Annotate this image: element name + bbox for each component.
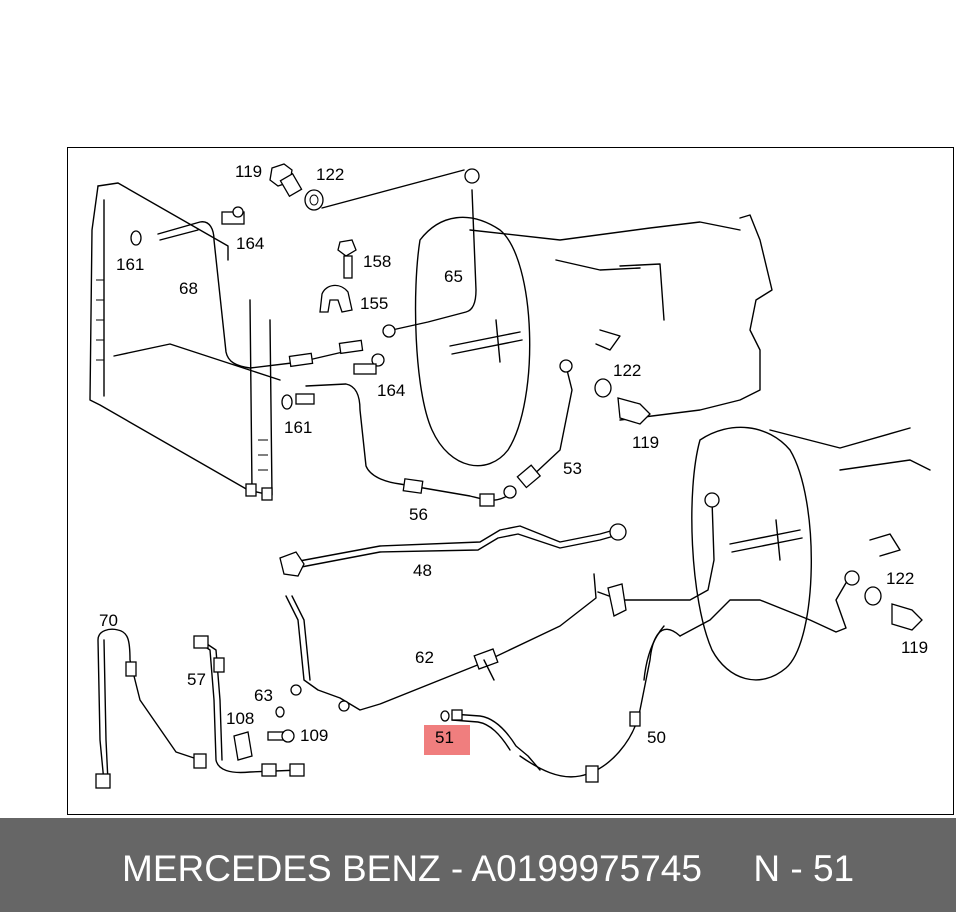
- callout-70: 70: [99, 611, 118, 630]
- callout-53: 53: [563, 459, 582, 478]
- line-68: [157, 221, 361, 369]
- footer-part-info: MERCEDES BENZ - A0199975745 N - 51: [122, 848, 855, 889]
- callout-48: 48: [413, 561, 432, 580]
- callout-161-top: 161: [116, 255, 145, 274]
- callout-161-mid: 161: [284, 418, 313, 437]
- line-53: [529, 365, 573, 479]
- line-48: [293, 525, 615, 563]
- callout-51: 51: [435, 728, 454, 747]
- line-62: [285, 573, 597, 711]
- footer-bar: [0, 818, 956, 912]
- highlight-part-51: [424, 725, 470, 755]
- callout-109: 109: [300, 726, 329, 745]
- transmission-lower: [691, 426, 931, 681]
- callout-119-mid: 119: [632, 433, 660, 452]
- callout-65: 65: [444, 267, 463, 286]
- radiator-drawing: [89, 182, 281, 501]
- callout-122-top: 122: [316, 165, 345, 184]
- callout-119-top: 119: [235, 162, 263, 181]
- line-57: [197, 641, 301, 774]
- transmission-upper: [414, 214, 773, 467]
- callout-164-mid: 164: [377, 381, 406, 400]
- diagram-drawing: [89, 163, 931, 789]
- callout-63: 63: [254, 686, 273, 705]
- callout-108: 108: [226, 709, 255, 728]
- callout-122-mid: 122: [613, 361, 642, 380]
- line-50: [519, 628, 681, 778]
- line-51: [451, 713, 541, 771]
- callout-62: 62: [415, 648, 434, 667]
- callout-122-low: 122: [886, 569, 915, 588]
- callout-56: 56: [409, 505, 428, 524]
- line-65: [391, 189, 477, 331]
- diagram-frame: [67, 147, 954, 815]
- callout-68: 68: [179, 279, 198, 298]
- line-70: [97, 628, 201, 783]
- callout-164-top: 164: [236, 234, 265, 253]
- callout-57: 57: [187, 670, 206, 689]
- callout-50: 50: [647, 728, 666, 747]
- callout-158: 158: [363, 252, 392, 271]
- callout-119-low: 119: [901, 638, 929, 657]
- parts-diagram: 119 122 164 161 158 155 68 65 164 161 12…: [67, 147, 954, 815]
- callout-155: 155: [360, 294, 389, 313]
